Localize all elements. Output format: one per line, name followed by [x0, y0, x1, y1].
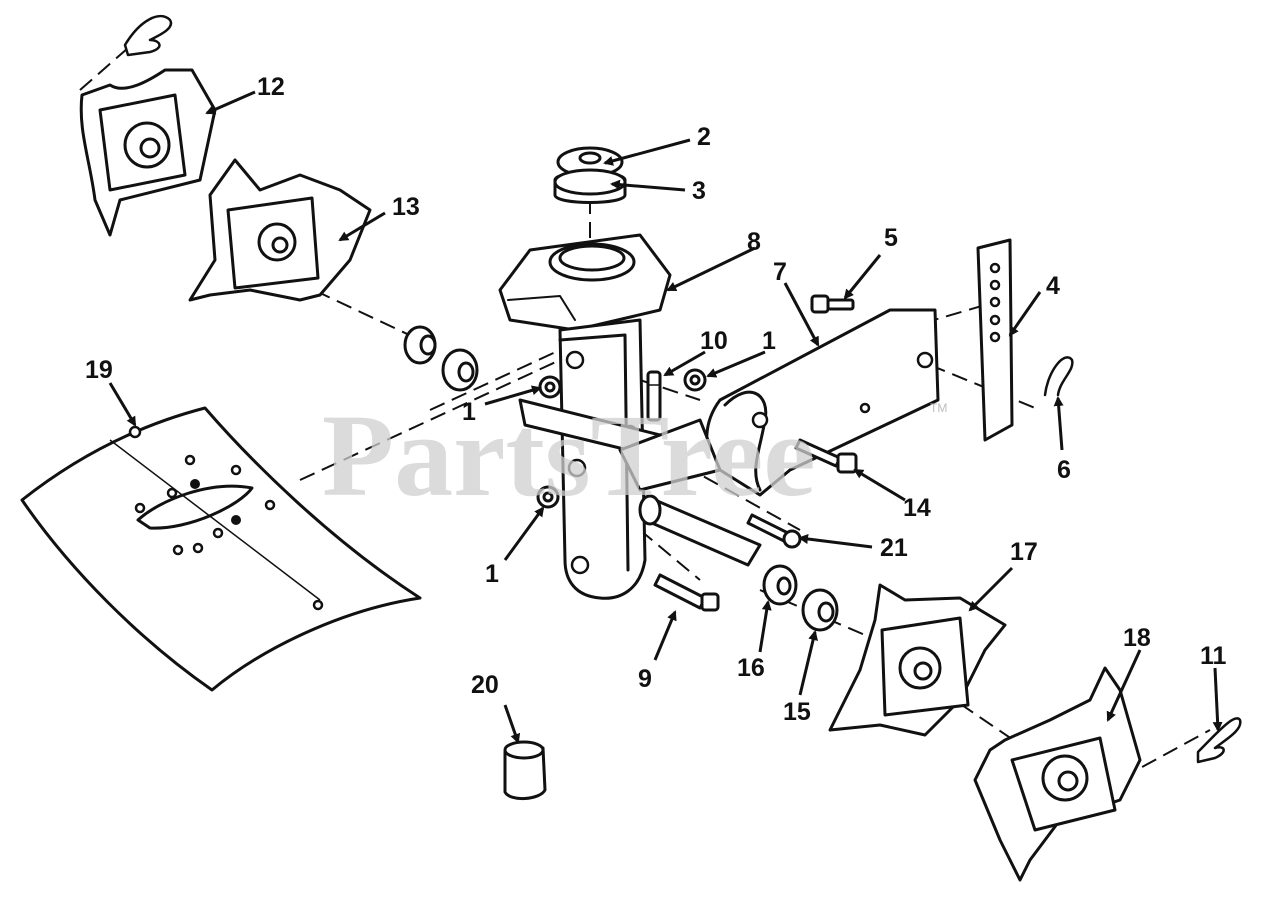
- callout-4: 4: [1046, 272, 1060, 300]
- callout-3: 3: [692, 177, 706, 205]
- part-6-hairpin-clip[interactable]: [1043, 356, 1074, 397]
- part-15-bushing-right[interactable]: [801, 588, 839, 632]
- part-10-stud[interactable]: [646, 370, 662, 422]
- part-1-nut-lower[interactable]: [536, 485, 560, 509]
- part-1-nut-upper[interactable]: [538, 375, 562, 399]
- callout-7: 7: [773, 258, 787, 286]
- part-1-nut-right[interactable]: [683, 368, 707, 392]
- part-15-bushing-left[interactable]: [403, 325, 437, 365]
- callout-1-right: 1: [762, 327, 776, 355]
- part-7-bracket[interactable]: [618, 308, 940, 497]
- callout-1-middle: 1: [462, 398, 476, 426]
- part-3-bearing[interactable]: [553, 168, 627, 204]
- callout-18: 18: [1123, 624, 1151, 652]
- callout-11: 11: [1200, 642, 1227, 670]
- part-16-washer-right[interactable]: [762, 564, 798, 606]
- callout-8: 8: [747, 228, 761, 256]
- part-19-shield[interactable]: [20, 406, 422, 692]
- callout-17: 17: [1010, 538, 1038, 566]
- callout-leaders: [108, 90, 1223, 744]
- watermark-trademark: TM: [930, 401, 947, 415]
- callout-12: 12: [257, 73, 285, 101]
- gearbox-housing[interactable]: [558, 318, 647, 600]
- part-12-outer-tine[interactable]: [79, 68, 217, 237]
- part-20-bushing[interactable]: [503, 740, 547, 800]
- callout-19: 19: [85, 356, 113, 384]
- callout-21: 21: [880, 534, 908, 562]
- watermark-text: PartsTree: [322, 390, 816, 521]
- part-13-inner-tine[interactable]: [188, 158, 372, 302]
- callout-labels: 12 13 2 3 8 5 4 7 10 1 1 6 14 21 1 17 18…: [85, 73, 1227, 726]
- part-17-inner-tine[interactable]: [828, 583, 1007, 737]
- watermark: PartsTree TM: [322, 390, 947, 521]
- callout-15: 15: [783, 698, 811, 726]
- callout-10: 10: [700, 327, 728, 355]
- callout-13: 13: [392, 193, 420, 221]
- callout-20: 20: [471, 671, 499, 699]
- part-9-bolt[interactable]: [653, 573, 720, 612]
- callout-6: 6: [1057, 456, 1071, 484]
- part-18-outer-tine[interactable]: [973, 666, 1142, 882]
- callout-14: 14: [903, 494, 931, 522]
- callout-5: 5: [884, 224, 898, 252]
- callout-16: 16: [737, 654, 765, 682]
- part-8-housing-cap[interactable]: [498, 233, 672, 332]
- part-21-pin[interactable]: [746, 513, 802, 549]
- part-16-washer-left[interactable]: [441, 348, 479, 392]
- part-5-bolt[interactable]: [810, 294, 855, 314]
- part-4-depth-stake[interactable]: [976, 238, 1014, 442]
- callout-1-lower: 1: [485, 560, 499, 588]
- part-11-hairpin-clip-top[interactable]: [123, 14, 173, 57]
- part-11-hairpin-clip[interactable]: [1196, 717, 1242, 764]
- callout-9: 9: [638, 665, 652, 693]
- part-14-bolt[interactable]: [794, 438, 858, 474]
- callout-2: 2: [697, 123, 711, 151]
